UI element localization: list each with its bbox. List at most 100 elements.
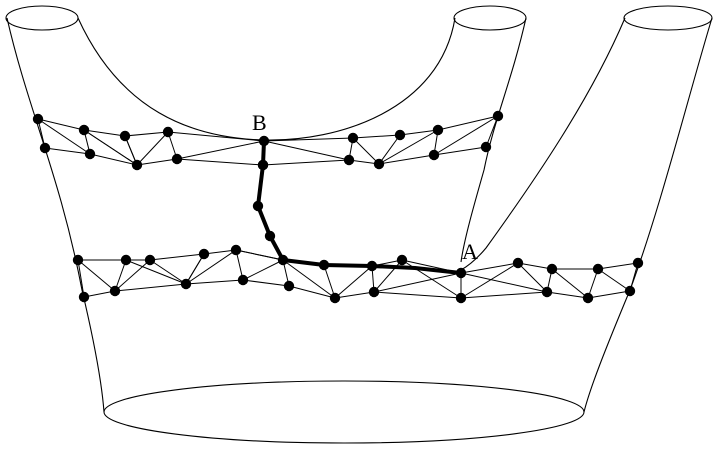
mesh-vertex — [343, 154, 355, 166]
mesh-edge — [378, 134, 401, 165]
mesh-edge — [517, 262, 548, 293]
mesh-vertex — [120, 254, 132, 266]
mesh-edge — [587, 290, 631, 299]
right-cuff-ellipse — [623, 5, 713, 31]
mesh-vertex — [432, 124, 444, 136]
triangulation-edges — [37, 115, 639, 299]
mesh-edge — [136, 131, 169, 166]
mesh-vertex — [394, 129, 406, 141]
mesh-edge — [77, 259, 116, 292]
mesh-edge — [37, 118, 91, 155]
middle-cuff-ellipse — [453, 5, 527, 31]
mesh-vertex — [480, 141, 492, 153]
left-cuff-ellipse — [5, 5, 79, 31]
mesh-vertex — [396, 254, 408, 266]
mesh-vertex — [546, 263, 558, 275]
mesh-vertex — [230, 244, 242, 256]
mesh-vertex — [318, 259, 330, 271]
mesh-edge — [125, 259, 187, 285]
mesh-vertex — [329, 292, 341, 304]
mesh-vertex — [428, 149, 440, 161]
mesh-edge — [83, 129, 126, 137]
mesh-edge — [167, 131, 265, 142]
mesh-edge — [378, 154, 435, 165]
mesh-vertex — [373, 158, 385, 170]
right-inner-side — [460, 17, 626, 271]
middle-inner-side — [460, 17, 527, 263]
mesh-edge — [460, 262, 519, 274]
mesh-vertex — [119, 130, 131, 142]
mesh-edge — [242, 279, 290, 287]
mesh-edge — [37, 118, 85, 131]
mesh-edge — [433, 115, 499, 156]
mesh-vertex — [171, 153, 183, 165]
mesh-edge — [149, 259, 187, 285]
mesh-vertex — [72, 254, 84, 266]
mesh-edge — [263, 140, 350, 161]
mesh-vertex — [78, 124, 90, 136]
vertex-label-b: B — [252, 110, 267, 135]
mesh-edge — [114, 259, 151, 292]
mesh-edge — [282, 259, 336, 299]
mesh-edge — [399, 129, 439, 136]
mesh-edge — [176, 158, 264, 166]
mesh-edge — [242, 259, 284, 281]
mesh-edge — [185, 253, 205, 285]
mesh-edge — [176, 140, 265, 160]
mesh-edge — [352, 137, 380, 165]
mesh-vertex — [582, 292, 594, 304]
mesh-edge — [546, 291, 589, 299]
mesh-vertex — [347, 132, 359, 144]
mesh-edge — [460, 262, 519, 299]
mesh-vertex — [180, 278, 192, 290]
mesh-vertex — [592, 263, 604, 275]
mesh-edge — [352, 134, 401, 139]
mesh-vertex — [131, 159, 143, 171]
mesh-vertex — [283, 280, 295, 292]
mesh-vertex — [624, 285, 636, 297]
mesh-vertex — [252, 200, 264, 212]
mesh-vertex — [32, 113, 44, 125]
mesh-vertex — [144, 254, 156, 266]
mesh-edge — [437, 115, 499, 131]
mesh-vertex — [368, 286, 380, 298]
mesh-vertex — [632, 257, 644, 269]
mesh-vertex — [39, 142, 51, 154]
mesh-edge — [83, 129, 138, 166]
mesh-edge — [263, 137, 354, 142]
mesh-vertex — [78, 291, 90, 303]
waist-ellipse — [103, 380, 585, 444]
mesh-edge — [149, 253, 205, 261]
mesh-edge — [597, 262, 639, 270]
mesh-edge — [124, 135, 138, 166]
mesh-edge — [433, 146, 487, 156]
mesh-vertex — [455, 267, 467, 279]
mesh-edge — [334, 291, 375, 299]
mesh-edge — [460, 272, 548, 293]
mesh-vertex — [366, 260, 378, 272]
highlighted-path-a-to-b — [256, 139, 463, 275]
mesh-vertex — [512, 257, 524, 269]
mesh-vertex — [258, 135, 270, 147]
right-outer-side — [583, 17, 713, 413]
mesh-edge — [77, 259, 85, 298]
mesh-edge — [83, 290, 116, 298]
mesh-vertex — [492, 110, 504, 122]
mesh-edge — [89, 153, 138, 166]
mesh-edge — [124, 131, 169, 137]
mesh-edge — [551, 268, 589, 299]
mesh-edge — [136, 158, 178, 166]
mesh-edge — [485, 115, 499, 148]
mesh-edge — [373, 272, 462, 293]
mesh-vertex — [237, 274, 249, 286]
mesh-edge — [334, 265, 373, 299]
mesh-edge — [185, 279, 244, 285]
mesh-edge — [262, 159, 350, 166]
mesh-edge — [288, 285, 336, 299]
mesh-vertex — [257, 159, 269, 171]
mesh-edge — [114, 283, 187, 292]
mesh-edge — [235, 249, 284, 261]
mesh-edge — [460, 291, 548, 299]
